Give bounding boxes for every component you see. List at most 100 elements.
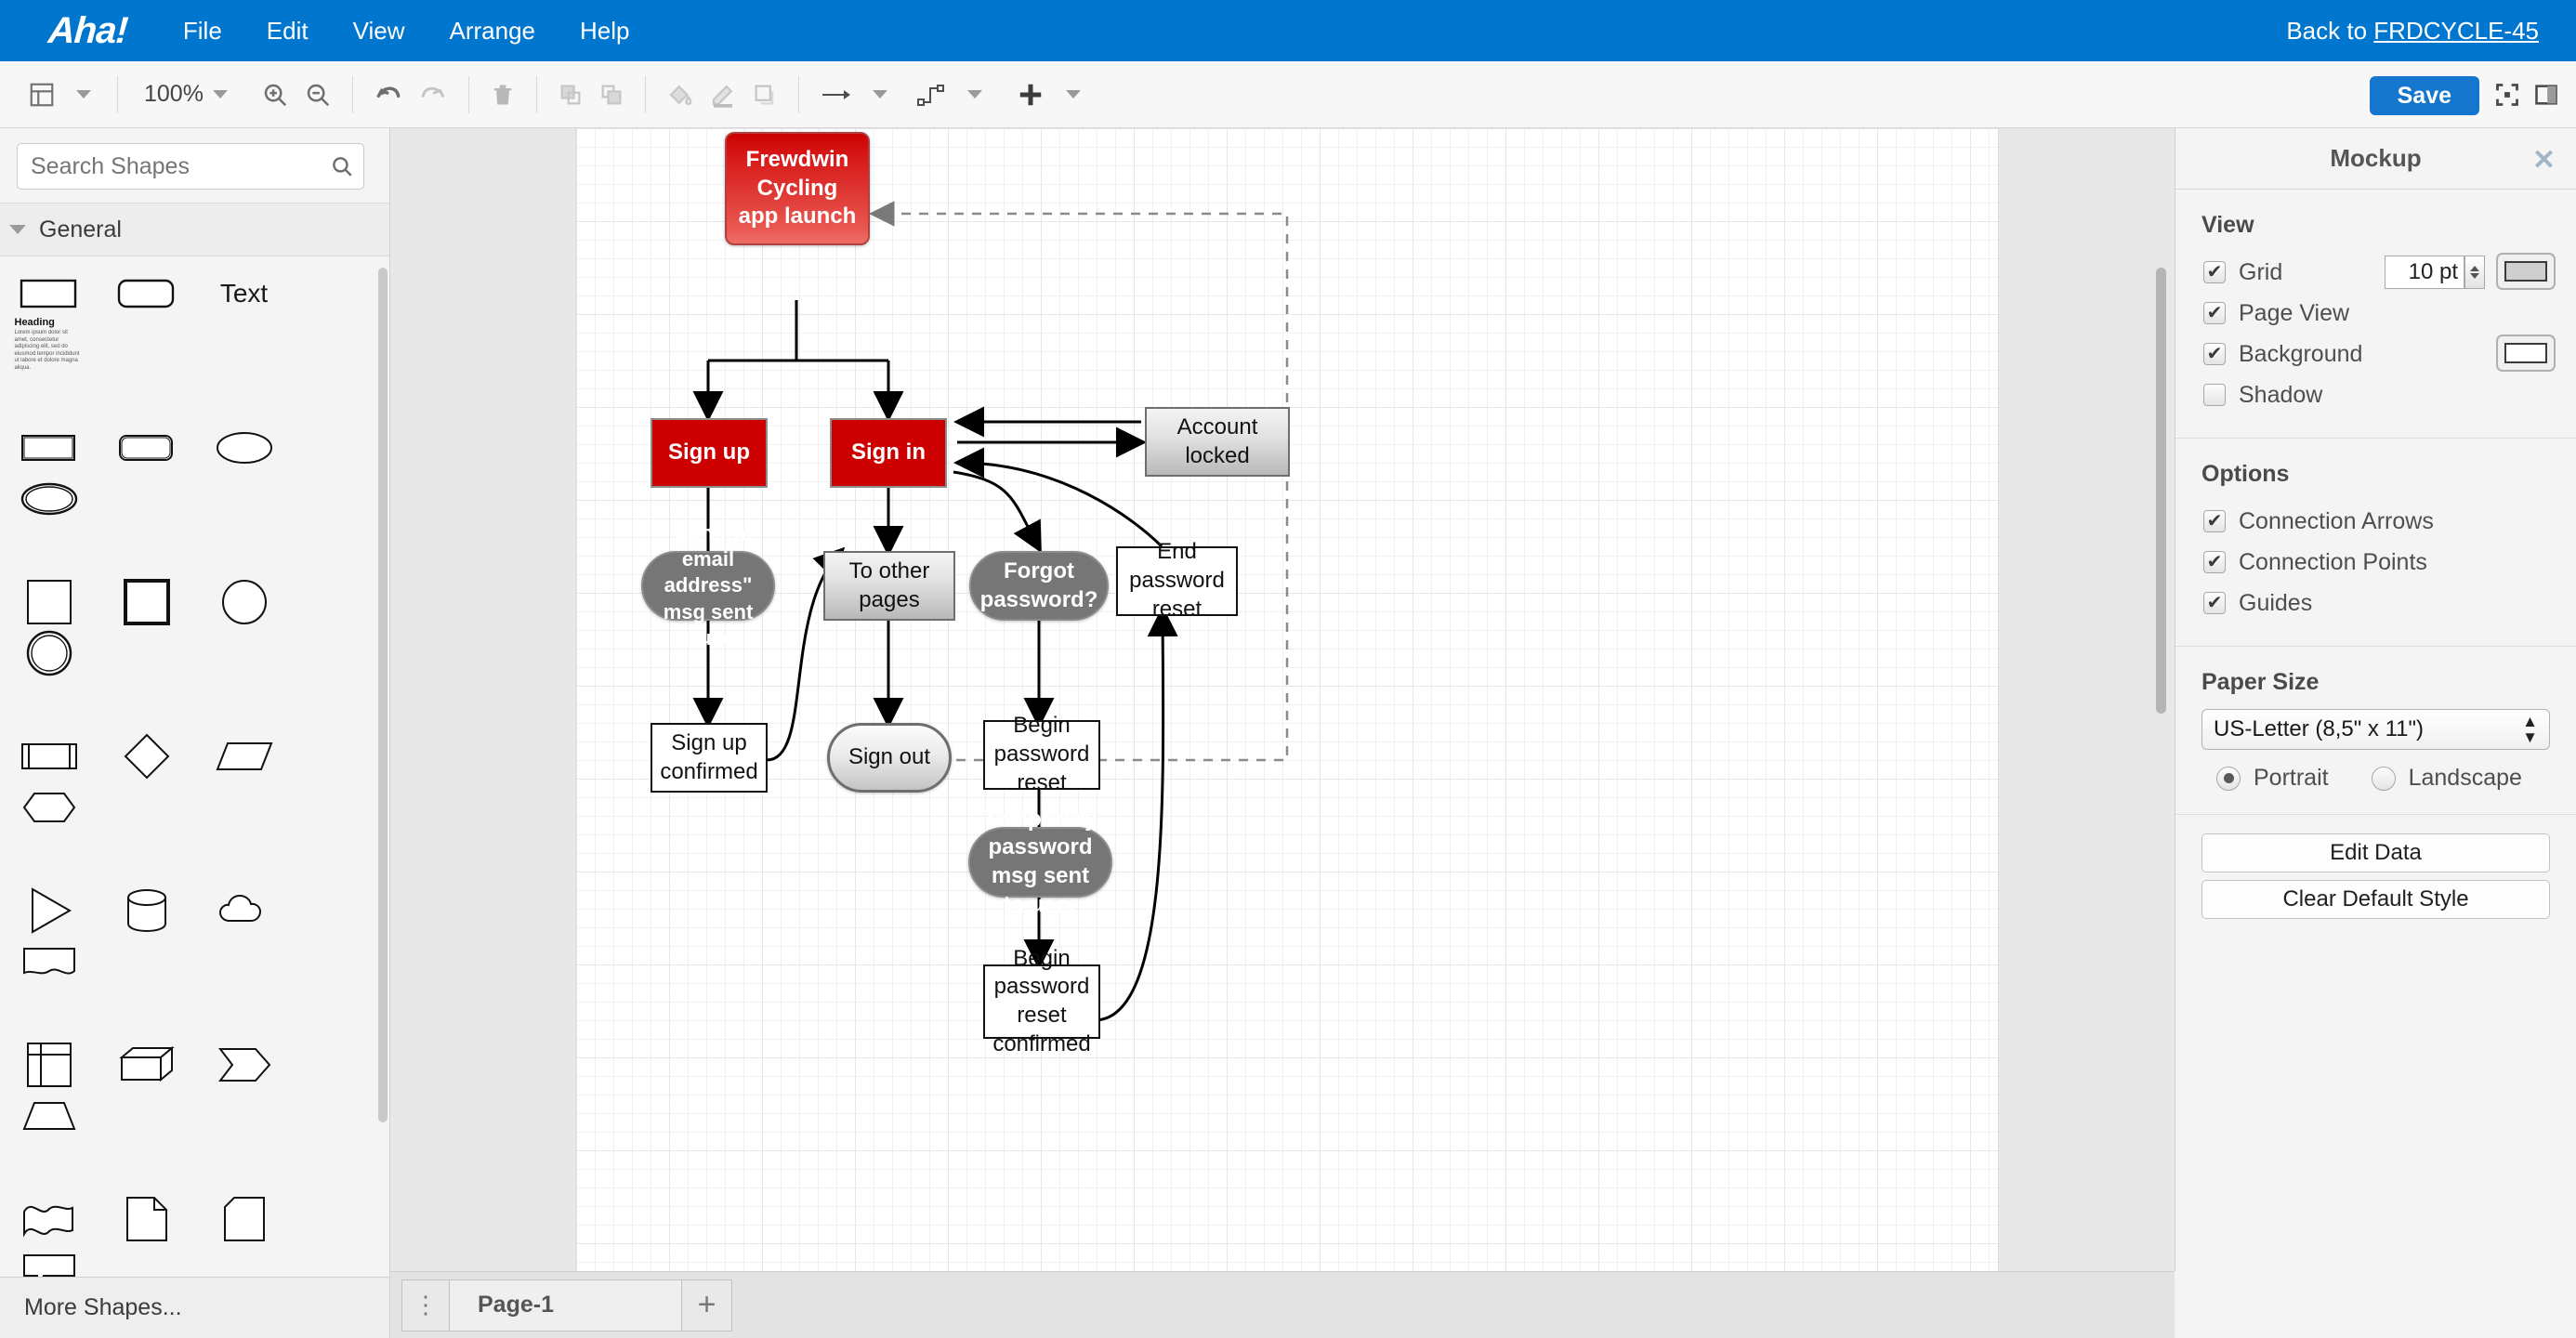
- page-tab-page-1[interactable]: Page-1: [450, 1279, 682, 1331]
- grid-size-stepper[interactable]: [2464, 256, 2485, 289]
- node-sign-up-confirmed[interactable]: Sign up confirmed: [651, 723, 768, 793]
- shape-hexagon[interactable]: [0, 781, 98, 833]
- connection-straight-icon[interactable]: [812, 71, 859, 119]
- shape-triangle-right[interactable]: [0, 885, 98, 936]
- node-confirm-email-msg-sent[interactable]: "Confirm email address" msg sent to user: [641, 521, 775, 649]
- node-sign-up[interactable]: Sign up: [651, 418, 768, 488]
- redo-icon: [411, 71, 455, 119]
- shape-rectangle-3d[interactable]: [0, 422, 98, 473]
- menu-help[interactable]: Help: [580, 17, 630, 45]
- clear-default-style-button[interactable]: Clear Default Style: [2201, 880, 2550, 919]
- sidebar-section-general[interactable]: General: [0, 203, 389, 256]
- more-shapes-button[interactable]: More Shapes...: [0, 1277, 389, 1338]
- sidebar-scrollbar[interactable]: [378, 268, 388, 1122]
- layout-panel-icon[interactable]: [20, 71, 63, 119]
- grid-checkbox[interactable]: [2203, 261, 2226, 283]
- close-icon[interactable]: ✕: [2531, 145, 2556, 176]
- to-front-icon: [550, 71, 591, 119]
- background-color-swatch[interactable]: [2496, 334, 2556, 372]
- paper-size-heading: Paper Size: [2201, 669, 2320, 695]
- aha-logo[interactable]: Aha!: [46, 9, 129, 51]
- shape-text[interactable]: Text: [195, 268, 293, 319]
- shapes-sidebar: General Text Heading Lorem ipsum dolor s…: [0, 128, 390, 1338]
- shape-heading-label: Heading: [14, 316, 55, 328]
- canvas-vertical-scrollbar[interactable]: [2156, 268, 2166, 714]
- fullscreen-icon[interactable]: [2494, 82, 2520, 108]
- shape-rounded-rectangle-3d[interactable]: [98, 422, 195, 473]
- zoom-level-button[interactable]: 100%: [131, 71, 235, 119]
- menu-file[interactable]: File: [182, 17, 222, 45]
- shape-table[interactable]: [0, 1039, 98, 1090]
- node-temporary-password-msg-sent[interactable]: Temporary password msg sent to user: [968, 807, 1112, 917]
- menu-arrange[interactable]: Arrange: [449, 17, 536, 45]
- shape-rounded-rectangle[interactable]: [98, 268, 195, 319]
- portrait-radio[interactable]: [2216, 766, 2241, 791]
- menu-edit[interactable]: Edit: [266, 17, 309, 45]
- search-icon[interactable]: [330, 154, 354, 178]
- shape-ellipse-double[interactable]: [0, 473, 98, 524]
- connection-elbow-icon[interactable]: [909, 71, 953, 119]
- search-shapes-input[interactable]: [17, 143, 364, 190]
- shadow-checkbox[interactable]: [2203, 384, 2226, 406]
- zoom-out-icon[interactable]: [296, 71, 339, 119]
- connection-arrows-label: Connection Arrows: [2239, 507, 2434, 534]
- paper-size-select[interactable]: US-Letter (8,5" x 11") ▲▼: [2201, 709, 2550, 750]
- node-begin-password-reset[interactable]: Begin password reset: [983, 713, 1100, 795]
- shape-cylinder[interactable]: [98, 885, 195, 936]
- shape-trapezoid[interactable]: [0, 1090, 98, 1141]
- layout-chevron-down-icon[interactable]: [63, 71, 104, 119]
- connection-straight-chevron-down-icon[interactable]: [859, 71, 900, 119]
- connection-elbow-chevron-down-icon[interactable]: [953, 71, 994, 119]
- shape-chevron-arrow[interactable]: [195, 1039, 293, 1090]
- plus-icon[interactable]: +: [682, 1279, 732, 1331]
- shape-wave[interactable]: [0, 1193, 98, 1244]
- shape-corner-cut-rectangle[interactable]: [195, 1193, 293, 1244]
- search-shapes-wrap: [0, 128, 389, 203]
- shape-ellipse[interactable]: [195, 422, 293, 473]
- connection-points-checkbox[interactable]: [2203, 551, 2226, 573]
- insert-plus-icon[interactable]: [1009, 71, 1052, 119]
- shape-process[interactable]: [0, 730, 98, 781]
- connection-arrows-checkbox[interactable]: [2203, 510, 2226, 532]
- guides-checkbox[interactable]: [2203, 592, 2226, 614]
- back-to-record[interactable]: Back to FRDCYCLE-45: [2286, 0, 2539, 61]
- node-end-password-reset[interactable]: End password reset: [1116, 539, 1238, 622]
- shape-square-thick[interactable]: [98, 576, 195, 627]
- shape-square[interactable]: [0, 576, 98, 627]
- shape-cube[interactable]: [98, 1039, 195, 1090]
- diagram-canvas[interactable]: Frewdwin Cycling app launch Sign up Sign…: [390, 128, 2175, 1338]
- background-checkbox[interactable]: [2203, 343, 2226, 365]
- fill-color-icon: [659, 71, 702, 119]
- edit-data-button[interactable]: Edit Data: [2201, 833, 2550, 872]
- page-view-checkbox[interactable]: [2203, 302, 2226, 324]
- grid-color-swatch[interactable]: [2496, 253, 2556, 290]
- delete-icon[interactable]: [482, 71, 523, 119]
- node-frewdwin-cycling-app-launch[interactable]: Frewdwin Cycling app launch: [725, 132, 870, 245]
- node-account-locked[interactable]: Account locked: [1145, 407, 1290, 477]
- toggle-panel-icon[interactable]: [2533, 82, 2559, 108]
- save-button[interactable]: Save: [2369, 76, 2479, 115]
- kebab-menu-icon[interactable]: ⋮: [401, 1279, 450, 1331]
- shape-diamond[interactable]: [98, 730, 195, 781]
- shape-wave-rectangle[interactable]: [0, 936, 98, 987]
- node-begin-password-reset-confirmed[interactable]: Begin password reset confirmed: [983, 946, 1100, 1056]
- insert-chevron-down-icon[interactable]: [1052, 71, 1093, 119]
- landscape-radio[interactable]: [2371, 766, 2396, 791]
- grid-size-input[interactable]: 10 pt: [2385, 256, 2464, 289]
- undo-icon[interactable]: [366, 71, 411, 119]
- node-sign-in[interactable]: Sign in: [830, 418, 947, 488]
- zoom-in-icon[interactable]: [254, 71, 296, 119]
- shape-document[interactable]: [98, 1193, 195, 1244]
- node-forgot-password[interactable]: Forgot password?: [969, 551, 1109, 621]
- shape-rectangle[interactable]: [0, 268, 98, 319]
- node-to-other-pages[interactable]: To other pages: [823, 551, 955, 621]
- shape-circle-double[interactable]: [0, 627, 98, 678]
- shape-circle[interactable]: [195, 576, 293, 627]
- menu-view[interactable]: View: [352, 17, 405, 45]
- node-sign-out[interactable]: Sign out: [827, 723, 952, 793]
- shape-cloud[interactable]: [195, 885, 293, 936]
- diagram-paper[interactable]: Frewdwin Cycling app launch Sign up Sign…: [576, 128, 1998, 1276]
- back-record-link[interactable]: FRDCYCLE-45: [2373, 17, 2539, 45]
- shape-parallelogram[interactable]: [195, 730, 293, 781]
- shape-heading-text[interactable]: Heading Lorem ipsum dolor sit amet, cons…: [0, 316, 98, 371]
